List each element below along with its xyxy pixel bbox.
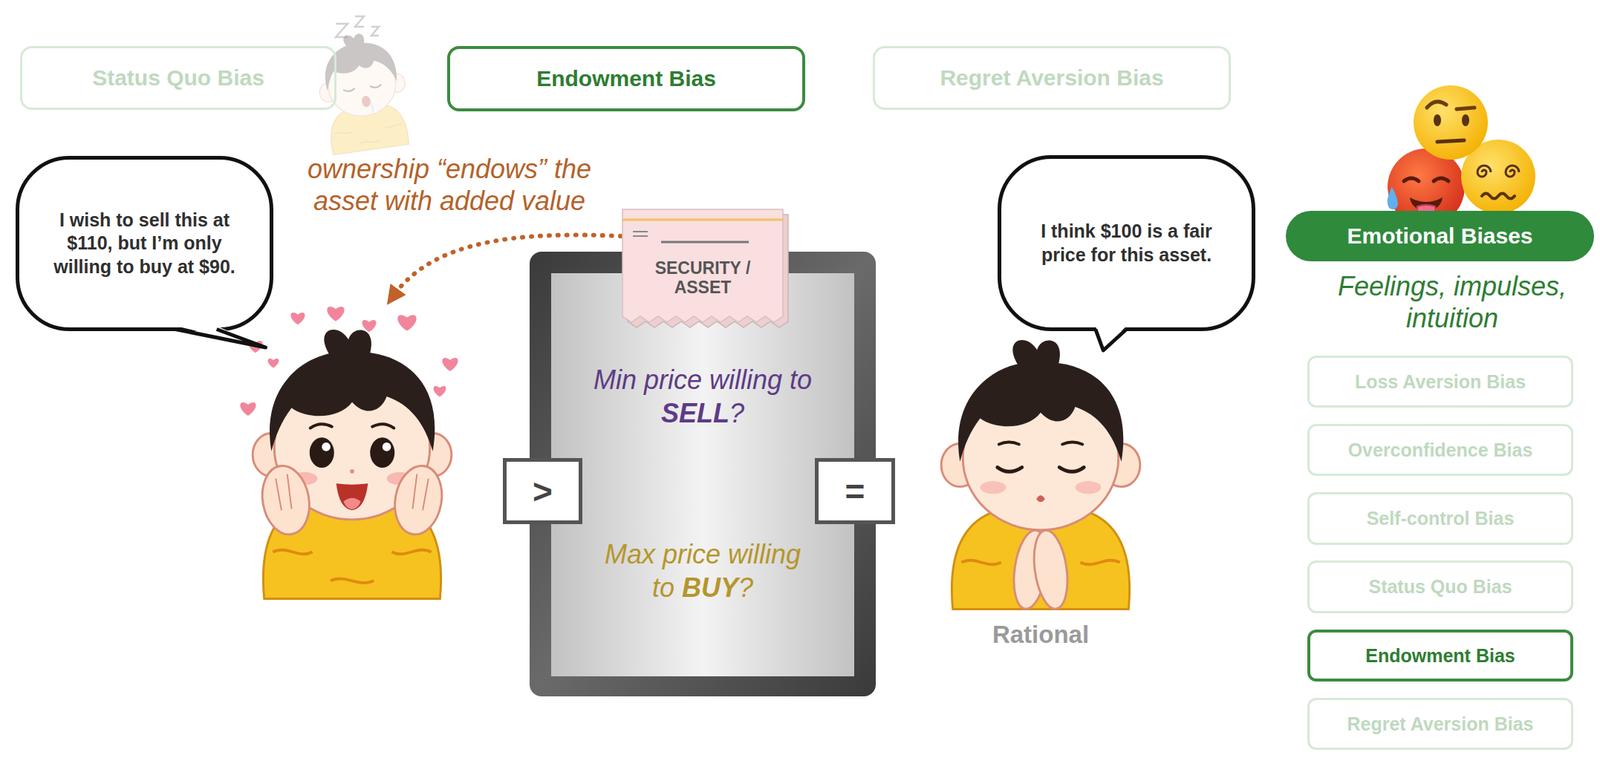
- emoji-skeptical-part: [1456, 107, 1475, 110]
- node-text: Max price willing to BUY?: [591, 537, 815, 605]
- category-subtitle: Feelings, impulses, intuition: [1292, 270, 1600, 335]
- emoji-skeptical-part: [1426, 101, 1447, 108]
- sleeping-figure-part: [343, 84, 382, 93]
- card-stripe: [622, 219, 783, 222]
- heart-symbols-part: [239, 402, 256, 416]
- text-run: ?: [729, 398, 745, 429]
- node-text: Min price willing to SELL?: [583, 363, 822, 431]
- heart-symbols-part: [326, 306, 344, 322]
- heart-symbols-part: [268, 358, 280, 369]
- biased-character: [252, 329, 452, 600]
- emoji-skeptical: [1413, 85, 1488, 160]
- node-text: Loss Aversion Bias: [1354, 371, 1526, 393]
- node-text: =: [845, 474, 866, 509]
- biased-character-part: [349, 469, 355, 474]
- speech-bubble: I think $100 is a fair price for this as…: [997, 155, 1256, 332]
- comparison-sign: >: [502, 458, 583, 525]
- bias-tab: Regret Aversion Bias: [872, 46, 1231, 110]
- biased-character-part: [309, 437, 335, 468]
- heart-symbols: [239, 306, 458, 416]
- node-text: Emotional Biases: [1346, 223, 1533, 249]
- bubble-tail-fill: [1095, 326, 1127, 351]
- bubble-tail-fill: [175, 326, 266, 348]
- node-text: Endowment Bias: [1365, 645, 1515, 668]
- rational-character-part: [980, 481, 1007, 494]
- heart-symbols-part: [433, 386, 447, 397]
- speech-bubble: I wish to sell this at $110, but I’m onl…: [15, 155, 274, 332]
- emoji-hot-part: [1403, 178, 1449, 182]
- biased-character-part: [382, 442, 392, 452]
- security-card: SECURITY / ASSET: [622, 209, 783, 323]
- figure-body: [252, 329, 452, 600]
- emoji-dizzy-part: [1505, 165, 1520, 177]
- node-text: Status Quo Bias: [92, 65, 265, 91]
- rational-character-part: [1075, 481, 1102, 494]
- bias-tab-active: Endowment Bias: [447, 46, 806, 112]
- bubble-tail: [175, 329, 266, 349]
- bubble-tail: [1095, 329, 1127, 352]
- heart-symbols-part: [441, 358, 458, 372]
- node-text: I think $100 is a fair price for this as…: [1022, 219, 1231, 267]
- node-text: I wish to sell this at $110, but I’m onl…: [40, 208, 249, 279]
- text-run: ?: [738, 572, 754, 604]
- biased-character-part: [310, 424, 395, 428]
- emoji-dizzy-part: [1477, 165, 1491, 177]
- bias-list-item: Self-control Bias: [1307, 492, 1574, 546]
- annotation-text: ownership “endows” the asset with added …: [285, 153, 613, 217]
- node-text: Overconfidence Bias: [1348, 439, 1534, 462]
- node-text: Endowment Bias: [536, 66, 717, 92]
- card-mark: [661, 241, 749, 244]
- node-text: Regret Aversion Bias: [939, 65, 1164, 91]
- category-pill: Emotional Biases: [1285, 210, 1595, 262]
- rational-character-part: [999, 442, 1084, 445]
- text-run: SELL: [661, 398, 730, 429]
- emoji-skeptical-part: [1461, 114, 1470, 127]
- speech-bubble-outline: [997, 155, 1256, 332]
- bias-list-item: Overconfidence Bias: [1307, 424, 1574, 477]
- biased-character-part: [336, 483, 369, 511]
- node-text: >: [532, 474, 553, 509]
- sleep-marks: [335, 16, 379, 38]
- emoji-skeptical-part: [1413, 85, 1488, 160]
- biased-character-part: [275, 474, 429, 512]
- node-text: Self-control Bias: [1366, 508, 1515, 530]
- card-mark: [632, 231, 648, 237]
- bias-tab: Status Quo Bias: [20, 46, 337, 110]
- emoji-skeptical-part: [1433, 114, 1442, 127]
- emoji-skeptical-part: [1437, 140, 1465, 142]
- heart-symbols-part: [362, 320, 377, 333]
- heart-symbols-part: [291, 312, 306, 325]
- node-text: Status Quo Bias: [1368, 576, 1512, 598]
- bubble-body: [999, 157, 1254, 330]
- heart-symbols-part: [397, 314, 416, 331]
- bias-list-item-active: Endowment Bias: [1307, 629, 1574, 682]
- emoji-dizzy-part: [1481, 193, 1515, 200]
- text-run: BUY: [681, 572, 739, 604]
- bias-list-item: Regret Aversion Bias: [1307, 698, 1574, 751]
- sleeping-figure-part: [370, 102, 373, 113]
- biased-character-part: [321, 442, 331, 452]
- rational-character-part: [1029, 528, 1072, 612]
- node-text: SECURITY / ASSET: [629, 258, 776, 298]
- frame-panel: [551, 273, 855, 677]
- figure-caption: Rational: [966, 620, 1115, 650]
- biased-character-part: [257, 462, 315, 538]
- bias-list-item: Status Quo Bias: [1307, 560, 1574, 614]
- emoji-hot-part: [1387, 187, 1398, 210]
- rational-character-part: [1036, 495, 1046, 503]
- rational-character: [941, 340, 1141, 612]
- biased-character-part: [343, 498, 361, 511]
- text-run: Min price willing to: [593, 364, 812, 396]
- rational-character-part: [997, 467, 1084, 472]
- card-body: [622, 209, 783, 323]
- bubble-body: [17, 158, 272, 330]
- biased-character-part: [369, 437, 395, 468]
- sleeping-figure-part: [361, 95, 372, 108]
- biased-character-part: [389, 462, 448, 538]
- bias-list-item: Loss Aversion Bias: [1307, 355, 1574, 408]
- node-text: Regret Aversion Bias: [1346, 713, 1534, 736]
- comparison-sign: =: [814, 458, 896, 525]
